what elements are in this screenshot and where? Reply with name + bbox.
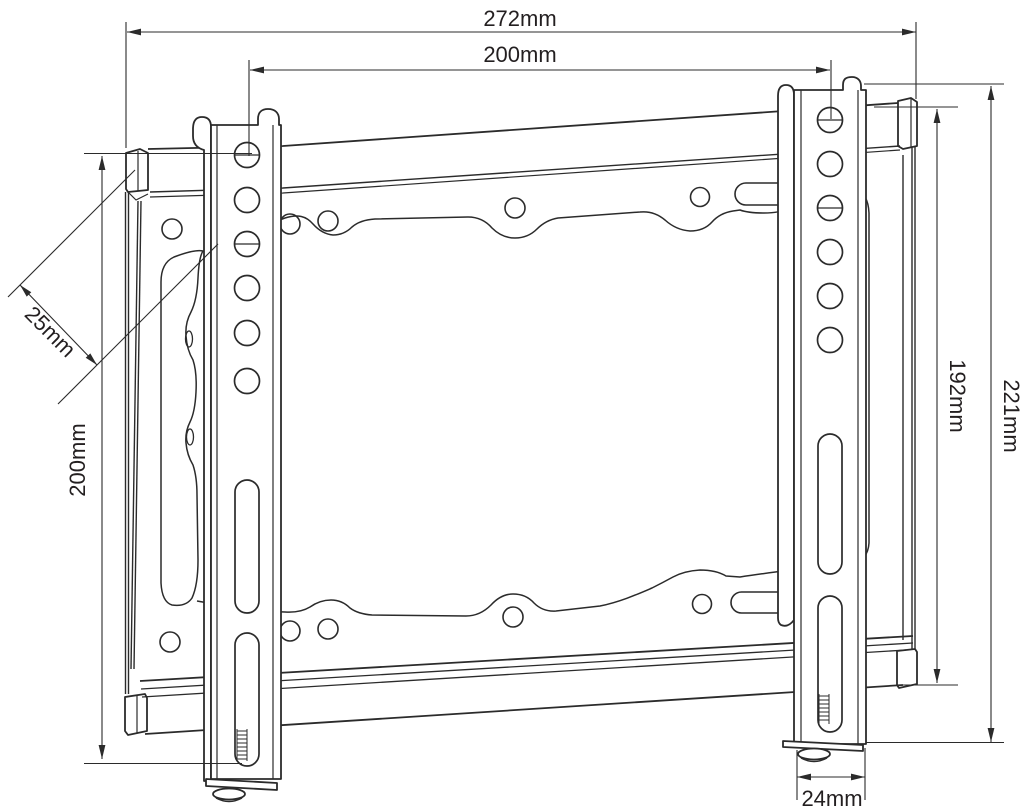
dimensions: 272mm 200mm 200mm 25mm — [7, 6, 1024, 810]
right-arm-face — [793, 76, 867, 745]
plate-right-cap-top — [897, 97, 918, 150]
left-foot-knob — [212, 787, 246, 801]
dim-plate-height: 192mm — [874, 106, 970, 686]
left-arm-holes — [233, 141, 261, 395]
dim-arm-width-label: 24mm — [801, 786, 862, 810]
plate-window-contours — [196, 189, 857, 617]
plate-top-edges — [147, 102, 901, 198]
dim-plate-height-label: 192mm — [945, 359, 970, 432]
dim-total-width-label: 272mm — [483, 6, 556, 31]
dim-vesa-height-label: 200mm — [65, 423, 90, 496]
right-arm-folds — [800, 90, 859, 744]
dim-vesa-width-label: 200mm — [483, 42, 556, 67]
dim-vesa-width: 200mm — [248, 42, 832, 156]
left-arm-flange — [192, 116, 212, 782]
rib-ovals — [184, 330, 195, 446]
right-bracket-arm — [777, 76, 867, 763]
right-arm-holes — [816, 106, 844, 354]
dim-total-height: 221mm — [864, 83, 1024, 744]
dim-total-height-label: 221mm — [999, 379, 1024, 452]
left-arm-screw-thread — [236, 729, 248, 761]
right-arm-screw-thread — [818, 694, 830, 724]
left-bracket-arm — [192, 108, 282, 803]
left-arm-slots — [234, 479, 260, 767]
plate-left-edge — [124, 192, 142, 694]
plate-left-tab-top — [125, 148, 149, 201]
left-arm-folds — [216, 125, 274, 779]
dim-total-width: 272mm — [125, 6, 917, 148]
plate-left-slit — [160, 249, 204, 607]
dim-hook-depth-label: 25mm — [20, 301, 81, 362]
dim-hook-depth: 25mm — [7, 169, 219, 405]
right-arm-slots — [817, 433, 843, 733]
right-arm-flange — [777, 84, 795, 627]
right-arm-foot — [782, 740, 864, 763]
plate-right-edge — [902, 147, 916, 649]
right-foot-knob — [797, 747, 831, 761]
plate-right-cap-bottom — [896, 648, 918, 689]
left-arm-foot — [205, 778, 278, 803]
dim-arm-width: 24mm — [796, 748, 866, 810]
dim-vesa-height: 200mm — [65, 152, 252, 765]
left-arm-face — [210, 108, 282, 780]
plate-left-tab-bottom — [124, 693, 148, 736]
